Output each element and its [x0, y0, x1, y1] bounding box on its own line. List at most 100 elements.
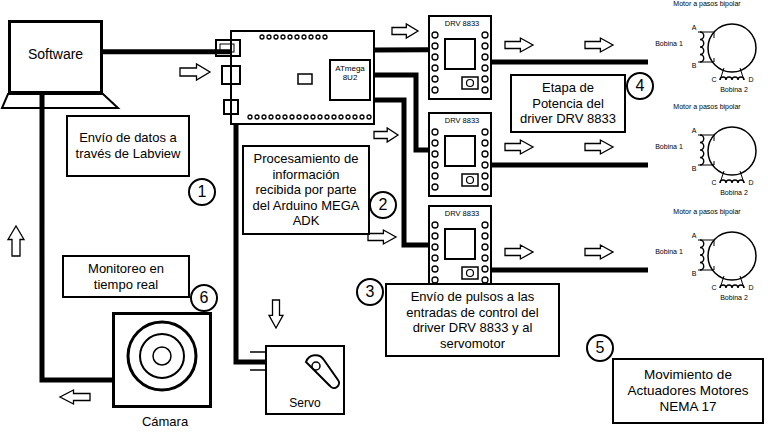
- servo-arm: [306, 355, 339, 388]
- callout-number: 2: [370, 192, 396, 218]
- driver-pin: [482, 151, 488, 157]
- header-pin: [311, 115, 315, 119]
- connector-wire: [375, 47, 428, 52]
- motor-drawing: [698, 24, 756, 80]
- driver-pin: [482, 32, 488, 38]
- header-pin: [267, 35, 271, 39]
- node-text: A: [690, 127, 698, 135]
- header-pin: [269, 115, 273, 119]
- header-pin: [346, 115, 350, 119]
- callout-number: 6: [191, 285, 217, 311]
- connector-wire: [103, 49, 230, 54]
- callout-text: Envío de datos a través de Labview: [73, 130, 183, 161]
- coil-lead: [720, 171, 724, 183]
- potentiometer: [462, 267, 478, 279]
- header-pin: [353, 115, 357, 119]
- callout-text: Monitoreo en tiempo real: [69, 261, 183, 292]
- header-pin: [318, 115, 322, 119]
- header-pin: [297, 115, 301, 119]
- driver-pin: [482, 129, 488, 135]
- flow-arrow: [585, 140, 613, 154]
- flow-arrow: [585, 245, 613, 259]
- driver-pin: [482, 65, 488, 71]
- coil: [700, 32, 704, 62]
- servo-body: Servo: [265, 345, 345, 415]
- header-pin: [281, 35, 285, 39]
- header-pin: [302, 35, 306, 39]
- flow-arrow: [505, 245, 533, 259]
- node-text: D: [747, 179, 755, 187]
- flow-arrow: [585, 38, 613, 52]
- servo-hub: [312, 362, 320, 370]
- header-pin: [260, 35, 264, 39]
- driver-chip: [445, 136, 475, 166]
- driver-pin: [482, 184, 488, 190]
- chip: [330, 60, 370, 100]
- driver-pin: [432, 244, 438, 250]
- coil-lead: [740, 171, 744, 183]
- coil-lead: [700, 266, 714, 270]
- driver-pin: [432, 87, 438, 93]
- lens: [153, 347, 171, 365]
- coil-lead: [698, 62, 700, 63]
- flow-arrow: [505, 140, 533, 154]
- node-text: Motor a pasos bipolar: [648, 103, 766, 111]
- driver-pin: [482, 162, 488, 168]
- node-text: Software: [11, 47, 100, 62]
- coil-lead: [700, 161, 714, 165]
- coil-lead: [720, 276, 724, 288]
- driver-pin: [482, 266, 488, 272]
- coil-lead: [700, 135, 714, 141]
- flow-arrow: [505, 38, 533, 52]
- lens: [140, 334, 184, 378]
- node-text: DRV 8833: [430, 117, 494, 125]
- potentiometer: [467, 177, 474, 184]
- coil-lead: [740, 68, 744, 80]
- callout-number: 1: [189, 179, 215, 205]
- callout-box: Procesamiento de información recibida po…: [242, 145, 370, 235]
- node-text: Bobina 1: [648, 40, 690, 48]
- camera-body: Cámara: [112, 312, 212, 408]
- coil: [720, 285, 744, 288]
- node-text: DRV 8833: [430, 210, 494, 218]
- node-text: C: [710, 284, 718, 292]
- motor-housing: [708, 24, 756, 72]
- node-text: B: [690, 270, 698, 278]
- stepper-motor: Motor a pasos bipolarBobina 1ABBobina 2C…: [648, 0, 766, 100]
- callout-box: Envío de pulsos a las entradas de contro…: [385, 283, 560, 357]
- driver-board: DRV 8833: [428, 15, 492, 100]
- driver-pin: [482, 140, 488, 146]
- node-text: Bobina 2: [712, 86, 756, 94]
- node-text: A: [690, 24, 698, 32]
- node-text: D: [747, 76, 755, 84]
- callout-number: 5: [587, 335, 613, 361]
- header-pin: [248, 115, 252, 119]
- callout-circle: [357, 279, 383, 305]
- driver-pin: [432, 184, 438, 190]
- coil-lead: [698, 270, 700, 271]
- driver-pin: [432, 43, 438, 49]
- stepper-motor: Motor a pasos bipolarBobina 1ABBobina 2C…: [648, 208, 766, 308]
- driver-pin: [432, 65, 438, 71]
- driver-pin: [432, 255, 438, 261]
- connector-wire: [492, 60, 648, 65]
- driver-pin: [482, 43, 488, 49]
- driver-pin: [482, 173, 488, 179]
- header-pin: [276, 115, 280, 119]
- motor-drawing: [698, 232, 756, 288]
- generated-illustration: [8, 24, 756, 404]
- connector-wire: [492, 268, 648, 273]
- driver-pin: [482, 255, 488, 261]
- driver-pin: [432, 76, 438, 82]
- header-pin: [255, 115, 259, 119]
- node-text: Motor a pasos bipolar: [648, 0, 766, 8]
- callout-box: Envío de datos a través de Labview: [66, 115, 190, 177]
- driver-pin: [432, 151, 438, 157]
- driver-chip: [445, 39, 475, 69]
- potentiometer: [467, 270, 474, 277]
- callout-box: Etapa de Potencia del driver DRV 8833: [510, 74, 626, 133]
- laptop-screen: Software: [8, 20, 103, 94]
- driver-pin: [432, 233, 438, 239]
- coil-lead: [700, 58, 714, 62]
